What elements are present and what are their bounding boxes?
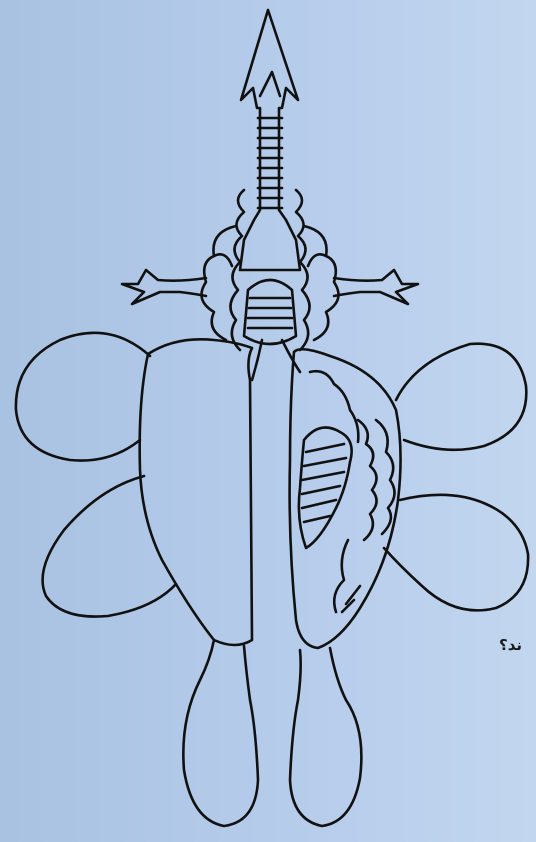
caption-fragment: ند؟: [499, 636, 536, 658]
syrinx: [244, 280, 296, 344]
parabronchi: [299, 371, 395, 612]
lungs: [140, 339, 401, 648]
abdominal-air-sacs: [183, 640, 361, 826]
trachea: [240, 10, 300, 270]
posterior-thoracic-air-sacs: [43, 476, 529, 617]
anterior-thoracic-air-sacs: [16, 333, 526, 461]
